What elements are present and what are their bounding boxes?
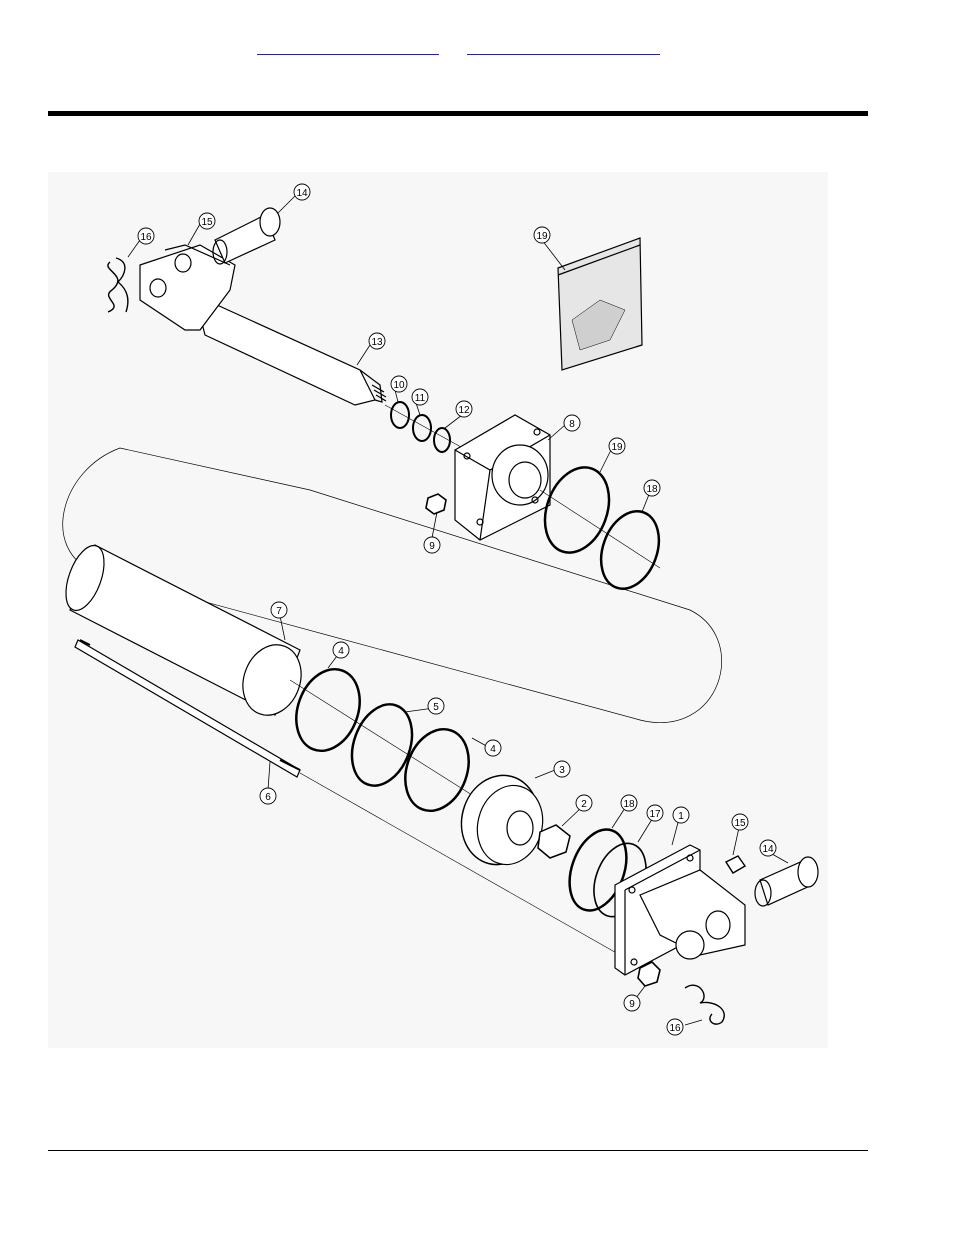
callout-14-bottom: 14	[759, 839, 777, 857]
svg-text:4: 4	[490, 744, 496, 755]
wear-ring-4a	[295, 667, 361, 753]
hair-pin-top	[107, 257, 129, 313]
header-link-right[interactable]	[467, 40, 660, 55]
header-link-left[interactable]	[257, 40, 439, 55]
callout-4-b: 4	[484, 739, 502, 757]
callout-19-ring: 19	[608, 437, 626, 455]
svg-text:8: 8	[569, 419, 575, 430]
clevis-pin-top	[212, 207, 281, 265]
callout-18-top: 18	[643, 479, 661, 497]
callout-7: 7	[270, 601, 288, 619]
tie-rod	[74, 639, 621, 956]
grease-fitting	[724, 855, 747, 874]
piston	[460, 774, 544, 866]
assembly-outline	[62, 447, 722, 723]
callout-16-bottom: 16	[666, 1018, 684, 1036]
svg-text:12: 12	[458, 405, 470, 416]
callout-10: 10	[390, 375, 408, 393]
ring-12	[433, 427, 451, 453]
svg-text:3: 3	[559, 765, 565, 776]
nut-9-top	[425, 493, 447, 515]
svg-text:13: 13	[371, 337, 383, 348]
svg-text:17: 17	[649, 809, 661, 820]
head-gland-8	[454, 414, 551, 541]
callout-13: 13	[368, 332, 386, 350]
hair-pin-bottom	[684, 984, 725, 1025]
callout-12: 12	[455, 400, 473, 418]
svg-text:5: 5	[433, 702, 439, 713]
wiper-10	[390, 401, 410, 429]
piston-nut	[537, 824, 571, 859]
nut-9-bottom	[637, 961, 661, 987]
cap-end	[614, 844, 746, 976]
svg-text:2: 2	[581, 799, 587, 810]
callout-14-top: 14	[293, 183, 311, 201]
svg-text:14: 14	[762, 844, 774, 855]
svg-text:19: 19	[536, 231, 548, 242]
ring-11	[412, 414, 432, 442]
o-ring-19	[543, 466, 611, 554]
svg-text:11: 11	[415, 393, 426, 404]
callout-19-top: 19	[533, 226, 551, 244]
svg-text:1: 1	[678, 811, 684, 822]
callout-11: 11	[411, 388, 429, 406]
svg-text:10: 10	[393, 380, 405, 391]
callout-17: 17	[646, 804, 664, 822]
callout-16-top: 16	[137, 227, 155, 245]
header-links	[0, 40, 954, 60]
seal-kit-bag	[557, 237, 643, 371]
callout-15-top: 15	[198, 212, 216, 230]
callout-8: 8	[563, 414, 581, 432]
callout-18-bottom: 18	[620, 794, 638, 812]
svg-text:9: 9	[629, 999, 635, 1010]
callout-3: 3	[553, 760, 571, 778]
callout-15-bottom: 15	[731, 813, 749, 831]
callout-6: 6	[259, 787, 277, 805]
svg-text:7: 7	[276, 606, 282, 617]
barrel-tube	[65, 544, 302, 716]
wear-ring-4b	[404, 727, 470, 813]
exploded-parts-diagram: 14 15 16 19 13 10 11 12 8 19 18 9 7 4 5 …	[48, 172, 828, 1048]
clevis-pin-bottom	[754, 856, 819, 907]
header-rule	[48, 111, 868, 116]
svg-text:9: 9	[429, 541, 435, 552]
svg-text:16: 16	[140, 232, 152, 243]
svg-text:4: 4	[338, 646, 344, 657]
svg-text:19: 19	[611, 442, 623, 453]
callout-9-top: 9	[423, 536, 441, 554]
callout-1: 1	[672, 806, 690, 824]
svg-text:6: 6	[265, 792, 271, 803]
callout-5: 5	[427, 697, 445, 715]
callout-2: 2	[575, 794, 593, 812]
svg-text:18: 18	[623, 799, 635, 810]
svg-text:15: 15	[734, 818, 746, 829]
svg-text:16: 16	[669, 1023, 681, 1034]
svg-text:15: 15	[201, 217, 213, 228]
o-ring-18-top	[599, 510, 661, 590]
callout-9-bottom: 9	[623, 994, 641, 1012]
piston-rod	[139, 244, 387, 406]
footer-rule	[48, 1150, 868, 1151]
callout-4-a: 4	[332, 641, 350, 659]
svg-text:14: 14	[296, 188, 308, 199]
o-ring-18-bottom	[568, 828, 628, 912]
svg-text:18: 18	[646, 484, 658, 495]
